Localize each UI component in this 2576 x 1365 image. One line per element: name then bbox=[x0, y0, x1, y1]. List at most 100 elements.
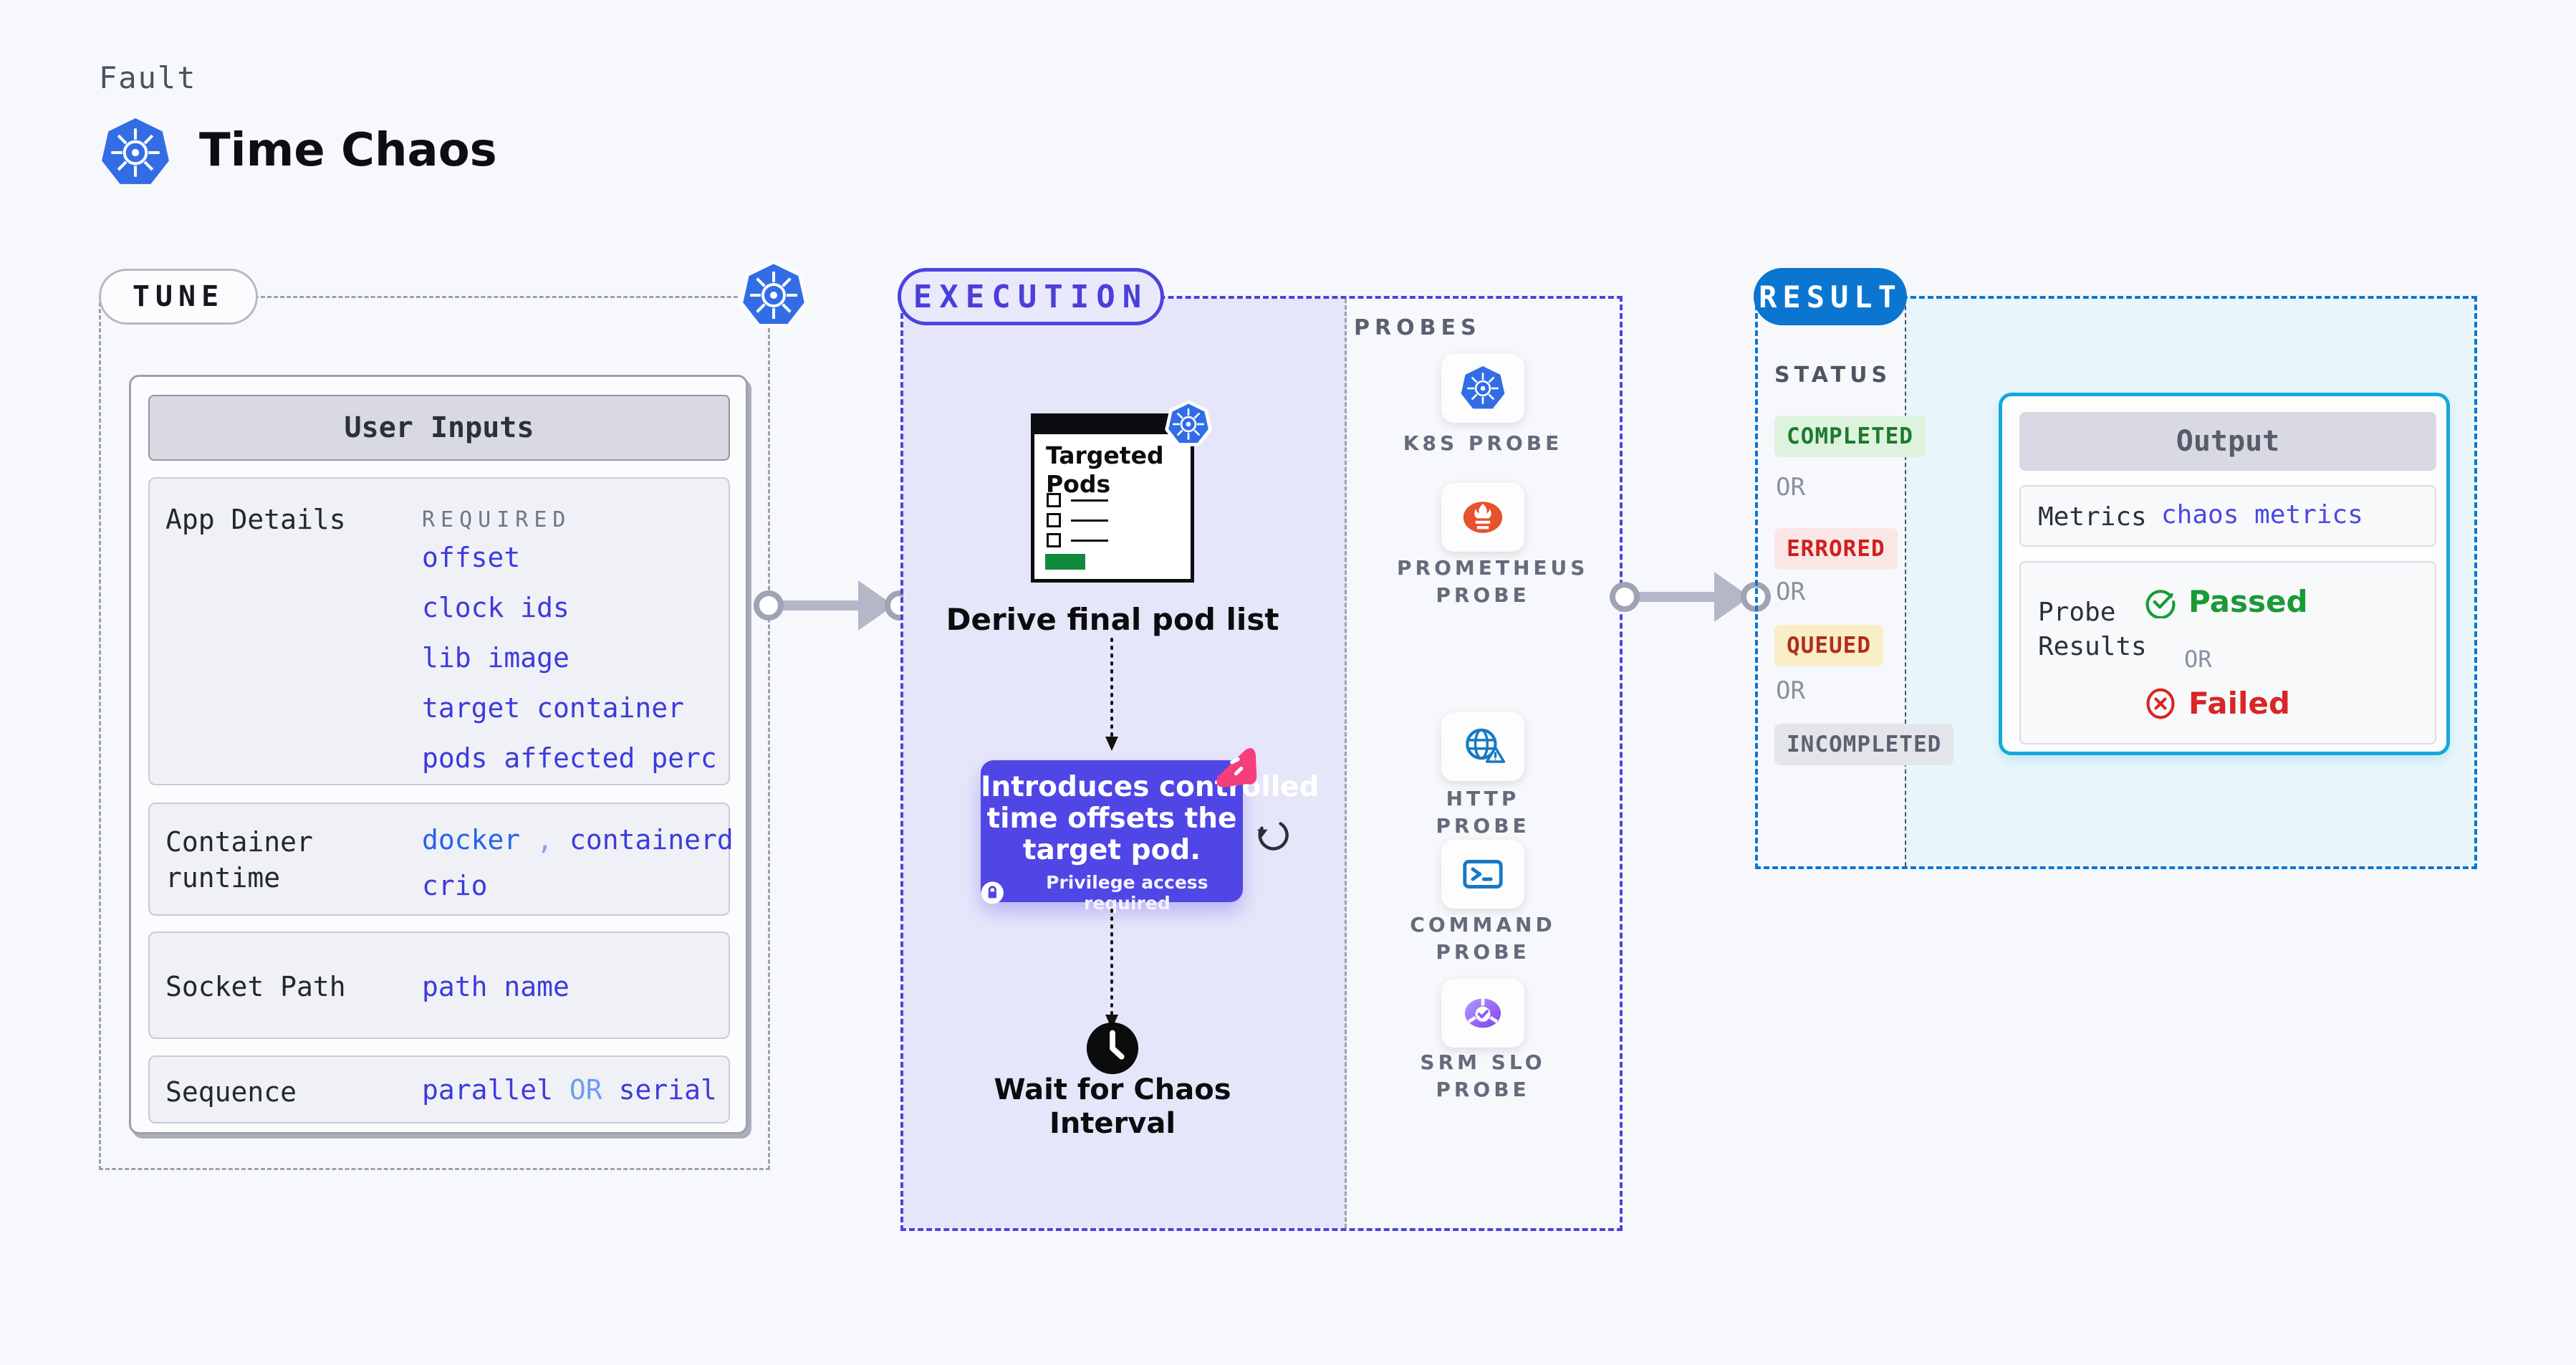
user-inputs-title: User Inputs bbox=[148, 395, 730, 461]
pod-list-item bbox=[1047, 493, 1108, 507]
checkbox-icon bbox=[1047, 533, 1061, 547]
tune-to-execution-arrow bbox=[754, 580, 915, 631]
or-separator: OR bbox=[1776, 676, 1805, 705]
probe-card-k8s bbox=[1441, 354, 1524, 423]
app-details-label: App Details bbox=[165, 504, 346, 535]
targeted-pods-window: Targeted Pods bbox=[1031, 413, 1194, 583]
container-runtime-label: Container runtime bbox=[165, 826, 313, 894]
list-line bbox=[1071, 519, 1108, 522]
metrics-value: chaos metrics bbox=[2161, 500, 2363, 530]
probe-label: COMMAND PROBE bbox=[1410, 913, 1556, 964]
clock-icon bbox=[1085, 1020, 1140, 1076]
failed-result: Failed bbox=[2144, 686, 2290, 721]
probe-label: SRM SLO PROBE bbox=[1420, 1050, 1546, 1101]
window-titlebar bbox=[1034, 417, 1191, 434]
or-separator: OR bbox=[1776, 578, 1805, 606]
value-parallel: parallel bbox=[422, 1074, 554, 1106]
output-panel: Output Metrics chaos metrics Probe Resul… bbox=[1999, 393, 2450, 755]
kubernetes-icon bbox=[1165, 400, 1212, 448]
or-separator: OR bbox=[2184, 646, 2212, 673]
kubernetes-icon bbox=[1459, 365, 1506, 412]
pod-list-item bbox=[1047, 513, 1108, 527]
tooltip-text: time offsets the bbox=[986, 803, 1237, 835]
sequence-label: Sequence bbox=[165, 1076, 297, 1108]
probe-label: K8S PROBE bbox=[1403, 431, 1563, 455]
wait-chaos-interval-label: Wait for Chaos Interval bbox=[941, 1073, 1284, 1141]
output-title: Output bbox=[2019, 412, 2436, 471]
status-badge-incompleted: INCOMPLETED bbox=[1774, 724, 1954, 765]
input-lib-image: lib image bbox=[422, 642, 569, 674]
fault-eyebrow: Fault bbox=[99, 60, 197, 95]
user-inputs-panel: User Inputs App Details REQUIRED offset … bbox=[129, 375, 748, 1134]
tooltip-text: Introduces controlled bbox=[981, 771, 1320, 803]
prometheus-icon bbox=[1455, 493, 1511, 542]
loop-refresh-icon bbox=[1252, 814, 1291, 853]
value-docker: docker bbox=[422, 824, 521, 856]
status-badge-completed: COMPLETED bbox=[1774, 416, 1926, 457]
page-title: Time Chaos bbox=[199, 124, 497, 177]
socket-path-label: Socket Path bbox=[165, 971, 346, 1002]
privilege-note: Privilege access required bbox=[1046, 872, 1208, 914]
litmus-chaos-icon bbox=[1209, 744, 1261, 795]
probe-card-srm-slo bbox=[1441, 979, 1524, 1048]
app-details-card: App Details REQUIRED offset clock ids li… bbox=[148, 477, 730, 785]
probe-label: HTTP PROBE bbox=[1436, 787, 1530, 838]
status-label: STATUS bbox=[1774, 363, 1892, 388]
execution-to-result-arrow bbox=[1610, 572, 1771, 622]
input-clock-ids: clock ids bbox=[422, 592, 569, 623]
passed-result: Passed bbox=[2144, 584, 2308, 619]
failed-label: Failed bbox=[2188, 686, 2290, 721]
container-runtime-values: docker , containerd bbox=[422, 824, 734, 856]
probe-results-row: Probe Results Passed OR bbox=[2019, 561, 2436, 744]
progress-bar bbox=[1045, 554, 1085, 570]
status-badge-errored: ERRORED bbox=[1774, 528, 1898, 570]
probe-card-command bbox=[1441, 840, 1524, 909]
result-badge: RESULT bbox=[1754, 268, 1907, 325]
container-runtime-card: Container runtime docker , containerd cr… bbox=[148, 803, 734, 916]
value-separator: , bbox=[537, 824, 554, 856]
sequence-values: parallel OR serial bbox=[422, 1074, 717, 1106]
probe-label: PROMETHEUS PROBE bbox=[1397, 556, 1589, 607]
x-circle-icon bbox=[2144, 687, 2177, 720]
or-separator: OR bbox=[1776, 473, 1805, 502]
srm-slo-icon bbox=[1456, 990, 1509, 1037]
terminal-icon bbox=[1458, 849, 1508, 899]
checkbox-icon bbox=[1047, 493, 1061, 507]
metrics-row: Metrics chaos metrics bbox=[2019, 485, 2436, 547]
flow-arrow-down bbox=[1105, 638, 1118, 751]
value-crio: crio bbox=[422, 870, 488, 901]
sequence-or: OR bbox=[569, 1074, 602, 1106]
value-path-name: path name bbox=[422, 971, 569, 1002]
checkbox-icon bbox=[1047, 513, 1061, 527]
status-badge-queued: QUEUED bbox=[1774, 625, 1883, 666]
input-offset: offset bbox=[422, 542, 521, 573]
input-pods-affected-perc: pods affected perc bbox=[422, 742, 717, 774]
probe-card-http bbox=[1441, 712, 1524, 781]
lock-icon bbox=[981, 880, 1004, 906]
value-containerd: containerd bbox=[569, 824, 734, 856]
derive-pod-list-label: Derive final pod list bbox=[946, 602, 1279, 637]
socket-path-card: Socket Path path name bbox=[148, 931, 730, 1039]
probes-label: PROBES bbox=[1354, 315, 1481, 340]
fault-tooltip: Introduces controlled time offsets the t… bbox=[981, 760, 1320, 914]
targeted-pods-title: Targeted Pods bbox=[1046, 441, 1164, 498]
execution-badge: EXECUTION bbox=[898, 268, 1164, 325]
wait-line: Wait for Chaos bbox=[994, 1073, 1231, 1106]
kubernetes-icon bbox=[738, 259, 809, 331]
probe-card-prometheus bbox=[1441, 483, 1524, 552]
tune-section-box bbox=[99, 296, 770, 1170]
sequence-card: Sequence parallel OR serial bbox=[148, 1055, 730, 1124]
tune-badge: TUNE bbox=[99, 269, 258, 325]
required-tag: REQUIRED bbox=[422, 507, 572, 532]
app-details-inputs: offset clock ids lib image target contai… bbox=[422, 542, 717, 792]
http-globe-icon bbox=[1458, 722, 1508, 772]
probe-results-label: Probe Results bbox=[2038, 598, 2147, 661]
flow-arrow-down bbox=[1105, 909, 1118, 1029]
wait-line: Interval bbox=[1049, 1107, 1176, 1140]
list-line bbox=[1071, 499, 1108, 502]
list-line bbox=[1071, 539, 1108, 542]
tooltip-text: target pod. bbox=[1022, 834, 1201, 866]
kubernetes-icon bbox=[99, 116, 172, 189]
input-target-container: target container bbox=[422, 692, 685, 724]
